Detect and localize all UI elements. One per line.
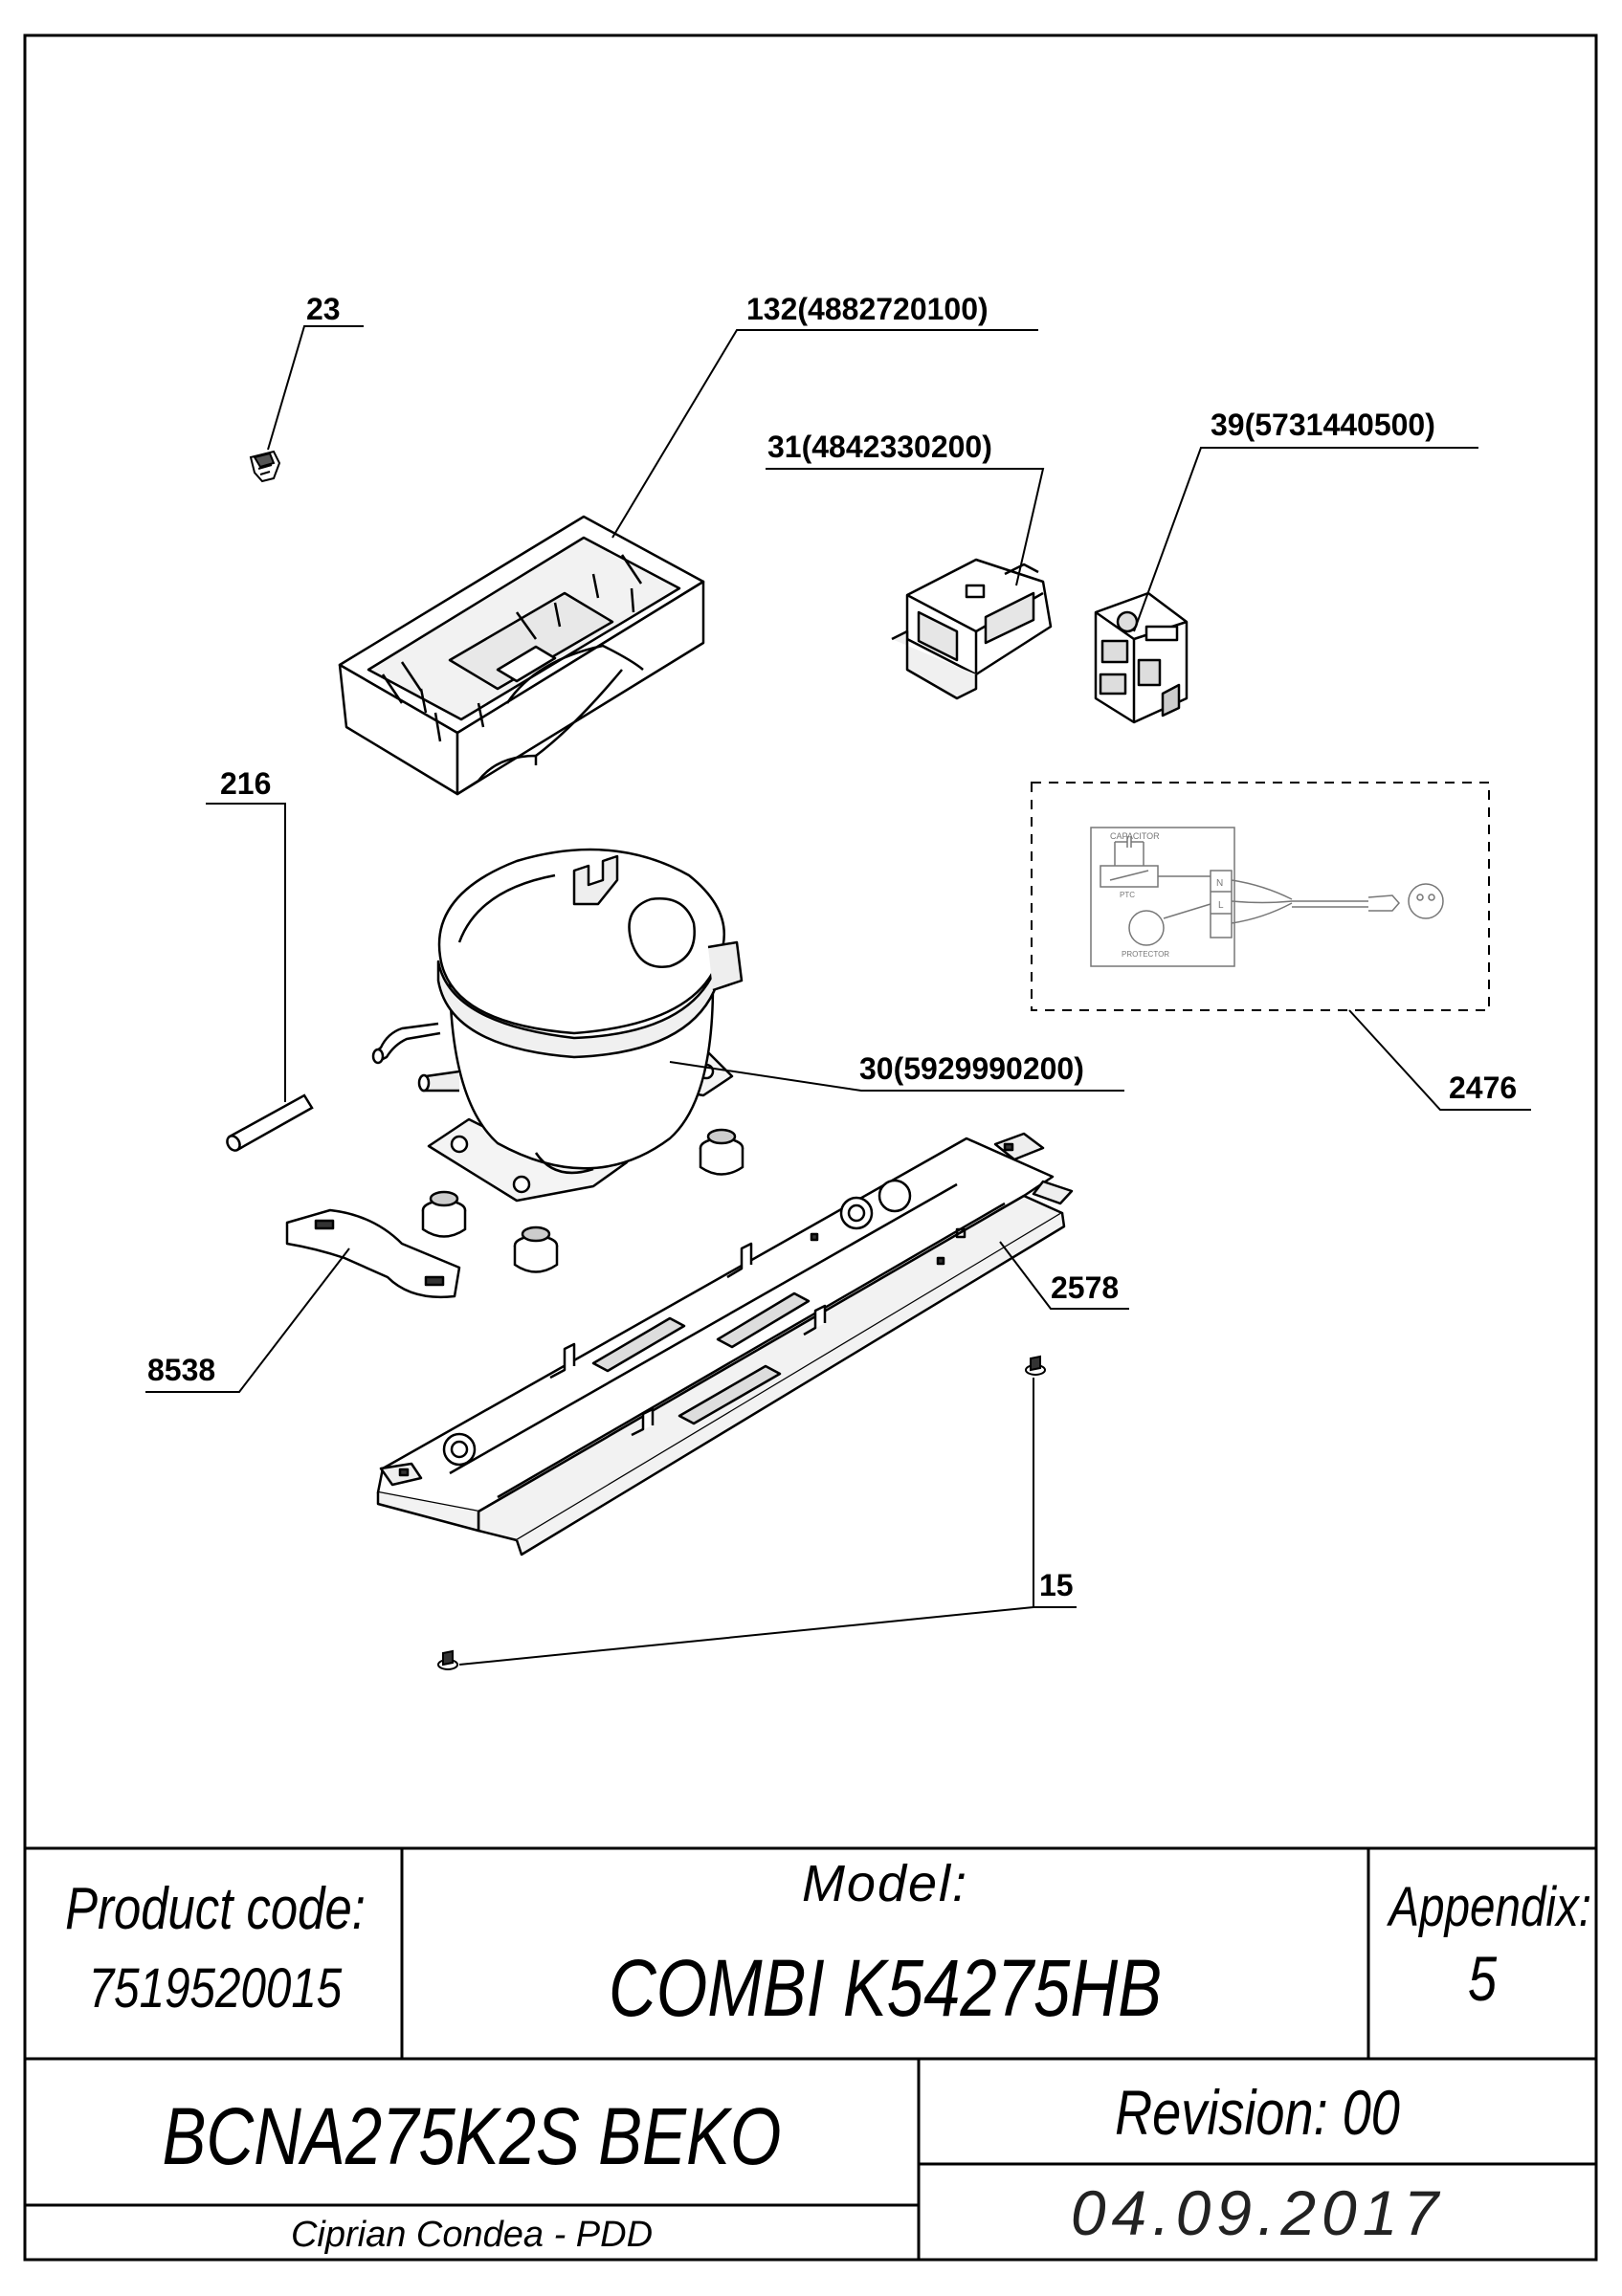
part-2578-rails [376,1132,1074,1556]
leader-30 [669,1061,1124,1092]
wiring-label-capacitor: CAPACITOR [1110,831,1160,841]
product-name: BCNA275K2S BEKO [162,2091,782,2181]
grommet [513,1225,559,1273]
wiring-label-protector: PROTECTOR [1122,950,1169,959]
leader-2578 [999,1241,1129,1310]
wiring-label-n: N [1216,878,1223,889]
leader-31 [766,468,1045,586]
leader-132 [611,329,1038,539]
drawing-date: 04.09.2017 [1070,2177,1445,2248]
callout-2476: 2476 [1449,1071,1517,1105]
leader-15-b [458,1606,1034,1666]
callout-15: 15 [1039,1568,1074,1602]
grommet [421,1190,467,1238]
part-15-screws [437,1355,1046,1670]
part-2476-wiring-schematic [1090,827,1444,967]
callout-30: 30(5929990200) [859,1051,1084,1086]
leader-39 [1133,447,1478,632]
leader-216 [206,803,286,1102]
leader-2476 [1348,1009,1531,1111]
appendix-label: Appendix: [1389,1876,1591,1938]
part-2476-frame [1031,782,1490,1011]
part-23-plug [249,450,281,483]
rubber-grommets [421,1128,744,1273]
callout-31: 31(4842330200) [767,430,992,464]
model-label: Model: [801,1855,969,1912]
appendix-value: 5 [1467,1943,1498,2014]
callout-216: 216 [220,766,271,801]
screw [1025,1355,1046,1376]
part-8538-strip [285,1208,461,1298]
product-code-label: Product code: [65,1876,366,1942]
callout-23: 23 [306,292,341,326]
screw [437,1649,458,1670]
callout-39: 39(5731440500) [1211,408,1435,442]
callout-132: 132(4882720100) [746,292,989,326]
grommet [699,1128,744,1176]
title-block-grid [25,1846,1596,2260]
part-31-cover [891,558,1053,700]
product-code-value: 7519520015 [88,1957,343,2020]
leader-23 [267,325,364,451]
wiring-label-l: L [1218,900,1224,911]
part-39-relay [1094,591,1189,724]
revision: Revision: 00 [1115,2077,1400,2148]
author: Ciprian Condea - PDD [290,2215,654,2255]
part-132-tray [338,515,705,796]
model-value: COMBI K54275HB [608,1943,1163,2033]
part-216-tube [226,1093,314,1152]
callout-8538: 8538 [147,1353,215,1387]
part-30-compressor [371,848,744,1203]
leader-8538 [145,1247,350,1393]
wiring-label-ptc: PTC [1120,891,1135,899]
drawing-border [23,33,1598,2262]
callout-2578: 2578 [1051,1270,1119,1305]
